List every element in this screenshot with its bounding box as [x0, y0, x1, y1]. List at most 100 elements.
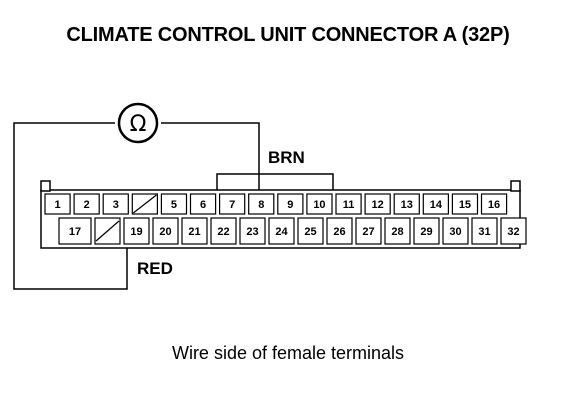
top-row-cell: 8: [248, 193, 275, 215]
bottom-row-cell: 28: [384, 217, 411, 245]
terminal-box: [500, 217, 527, 245]
terminal-number: 29: [420, 226, 432, 238]
top-row-cell: 1: [44, 193, 71, 215]
top-row-cell: 3: [102, 193, 129, 215]
unused-slash: [132, 194, 157, 214]
bottom-row-cell: 32: [500, 217, 527, 245]
terminal-number: 26: [333, 226, 345, 238]
terminal-number: 8: [258, 199, 264, 211]
top-row-cell: 14: [422, 193, 449, 215]
bottom-row-cell: 24: [268, 217, 295, 245]
terminal-box: [181, 217, 208, 245]
bottom-row-cell: 20: [152, 217, 179, 245]
right-probe-wire: [161, 122, 260, 204]
terminal-number: 22: [217, 226, 229, 238]
terminal-number: 17: [69, 226, 81, 238]
diagram-title: CLIMATE CONTROL UNIT CONNECTOR A (32P): [66, 24, 510, 46]
connector-bottom-row: 17 19 20 21 22 23 24 25 26 27 28 29 30 31 32: [45, 217, 527, 245]
terminal-box: [413, 217, 440, 245]
terminal-box: [248, 193, 275, 215]
bottom-row-cell: 25: [297, 217, 324, 245]
terminal-number: 10: [313, 199, 325, 211]
terminal-box: [160, 193, 188, 215]
top-row-cell: 9: [277, 193, 304, 215]
terminal-box: [58, 217, 92, 245]
terminal-number: 32: [507, 226, 519, 238]
bottom-row-cell: 17: [58, 217, 92, 245]
probe-wires: [13, 122, 260, 290]
bottom-row-cell: 29: [413, 217, 440, 245]
terminal-box: [442, 217, 469, 245]
ohmmeter-icon: Ω: [117, 102, 159, 144]
terminal-number: 27: [362, 226, 374, 238]
unused-terminal: [94, 217, 121, 245]
terminal-box: [335, 193, 362, 215]
terminal-box: [152, 217, 179, 245]
brn-label: BRN: [268, 148, 305, 167]
terminal-number: 14: [430, 199, 443, 211]
top-row-cell: 13: [393, 193, 420, 215]
latch-tab-right: [510, 180, 521, 192]
terminal-box: [102, 193, 129, 215]
terminal-number: 15: [459, 199, 471, 211]
terminal-number: 19: [130, 226, 142, 238]
top-row-cell: 11: [335, 193, 362, 215]
terminal-box: [44, 193, 71, 215]
terminal-box: [123, 217, 150, 245]
terminal-number: 3: [113, 199, 119, 211]
terminal-number: 11: [343, 199, 355, 211]
terminal-box: [384, 217, 411, 245]
terminal-box: [422, 193, 449, 215]
terminal-box: [480, 193, 508, 215]
terminal-number: 9: [287, 199, 293, 211]
diagram-caption: Wire side of female terminals: [171, 343, 405, 363]
terminal-number: 7: [229, 199, 235, 211]
latch-tab-left: [40, 180, 51, 192]
terminal-number: 16: [488, 199, 500, 211]
top-row-cell: 7: [219, 193, 246, 215]
top-row-cell: 5: [160, 193, 188, 215]
terminal-number: 2: [84, 199, 90, 211]
terminal-box: [189, 193, 217, 215]
bottom-row-cell: 19: [123, 217, 150, 245]
terminal-box: [393, 193, 420, 215]
terminal-number: 21: [188, 226, 200, 238]
bottom-row-cell: 26: [326, 217, 353, 245]
red-label: RED: [137, 259, 173, 278]
top-row-cell: 12: [364, 193, 391, 215]
terminal-box: [268, 217, 295, 245]
top-row-cell: 10: [306, 193, 333, 215]
terminal-box: [297, 217, 324, 245]
terminal-number: 1: [54, 199, 60, 211]
ohm-symbol: Ω: [130, 112, 147, 137]
terminal-number: 31: [478, 226, 490, 238]
terminal-box: [73, 193, 100, 215]
unused-slash: [95, 220, 120, 242]
terminal-box: [326, 217, 353, 245]
brn-wire-bracket: [216, 173, 334, 190]
terminal-number: 28: [391, 226, 403, 238]
unused-terminal: [45, 218, 55, 244]
top-row-cell: 16: [480, 193, 508, 215]
terminal-box: [306, 193, 333, 215]
terminal-number: 20: [159, 226, 171, 238]
terminal-box: [45, 218, 55, 244]
bottom-row-cell: 23: [239, 217, 266, 245]
unused-terminal: [131, 193, 159, 215]
terminal-number: 25: [304, 226, 316, 238]
terminal-number: 24: [275, 226, 288, 238]
terminal-number: 12: [372, 199, 384, 211]
terminal-number: 30: [449, 226, 461, 238]
terminal-box: [355, 217, 382, 245]
terminal-box: [210, 217, 237, 245]
terminal-number: 23: [246, 226, 258, 238]
terminal-box: [451, 193, 479, 215]
bottom-row-cell: 22: [210, 217, 237, 245]
top-row-cell: 2: [73, 193, 100, 215]
bottom-row-cell: 30: [442, 217, 469, 245]
terminal-number: 13: [401, 199, 413, 211]
terminal-box: [471, 217, 498, 245]
